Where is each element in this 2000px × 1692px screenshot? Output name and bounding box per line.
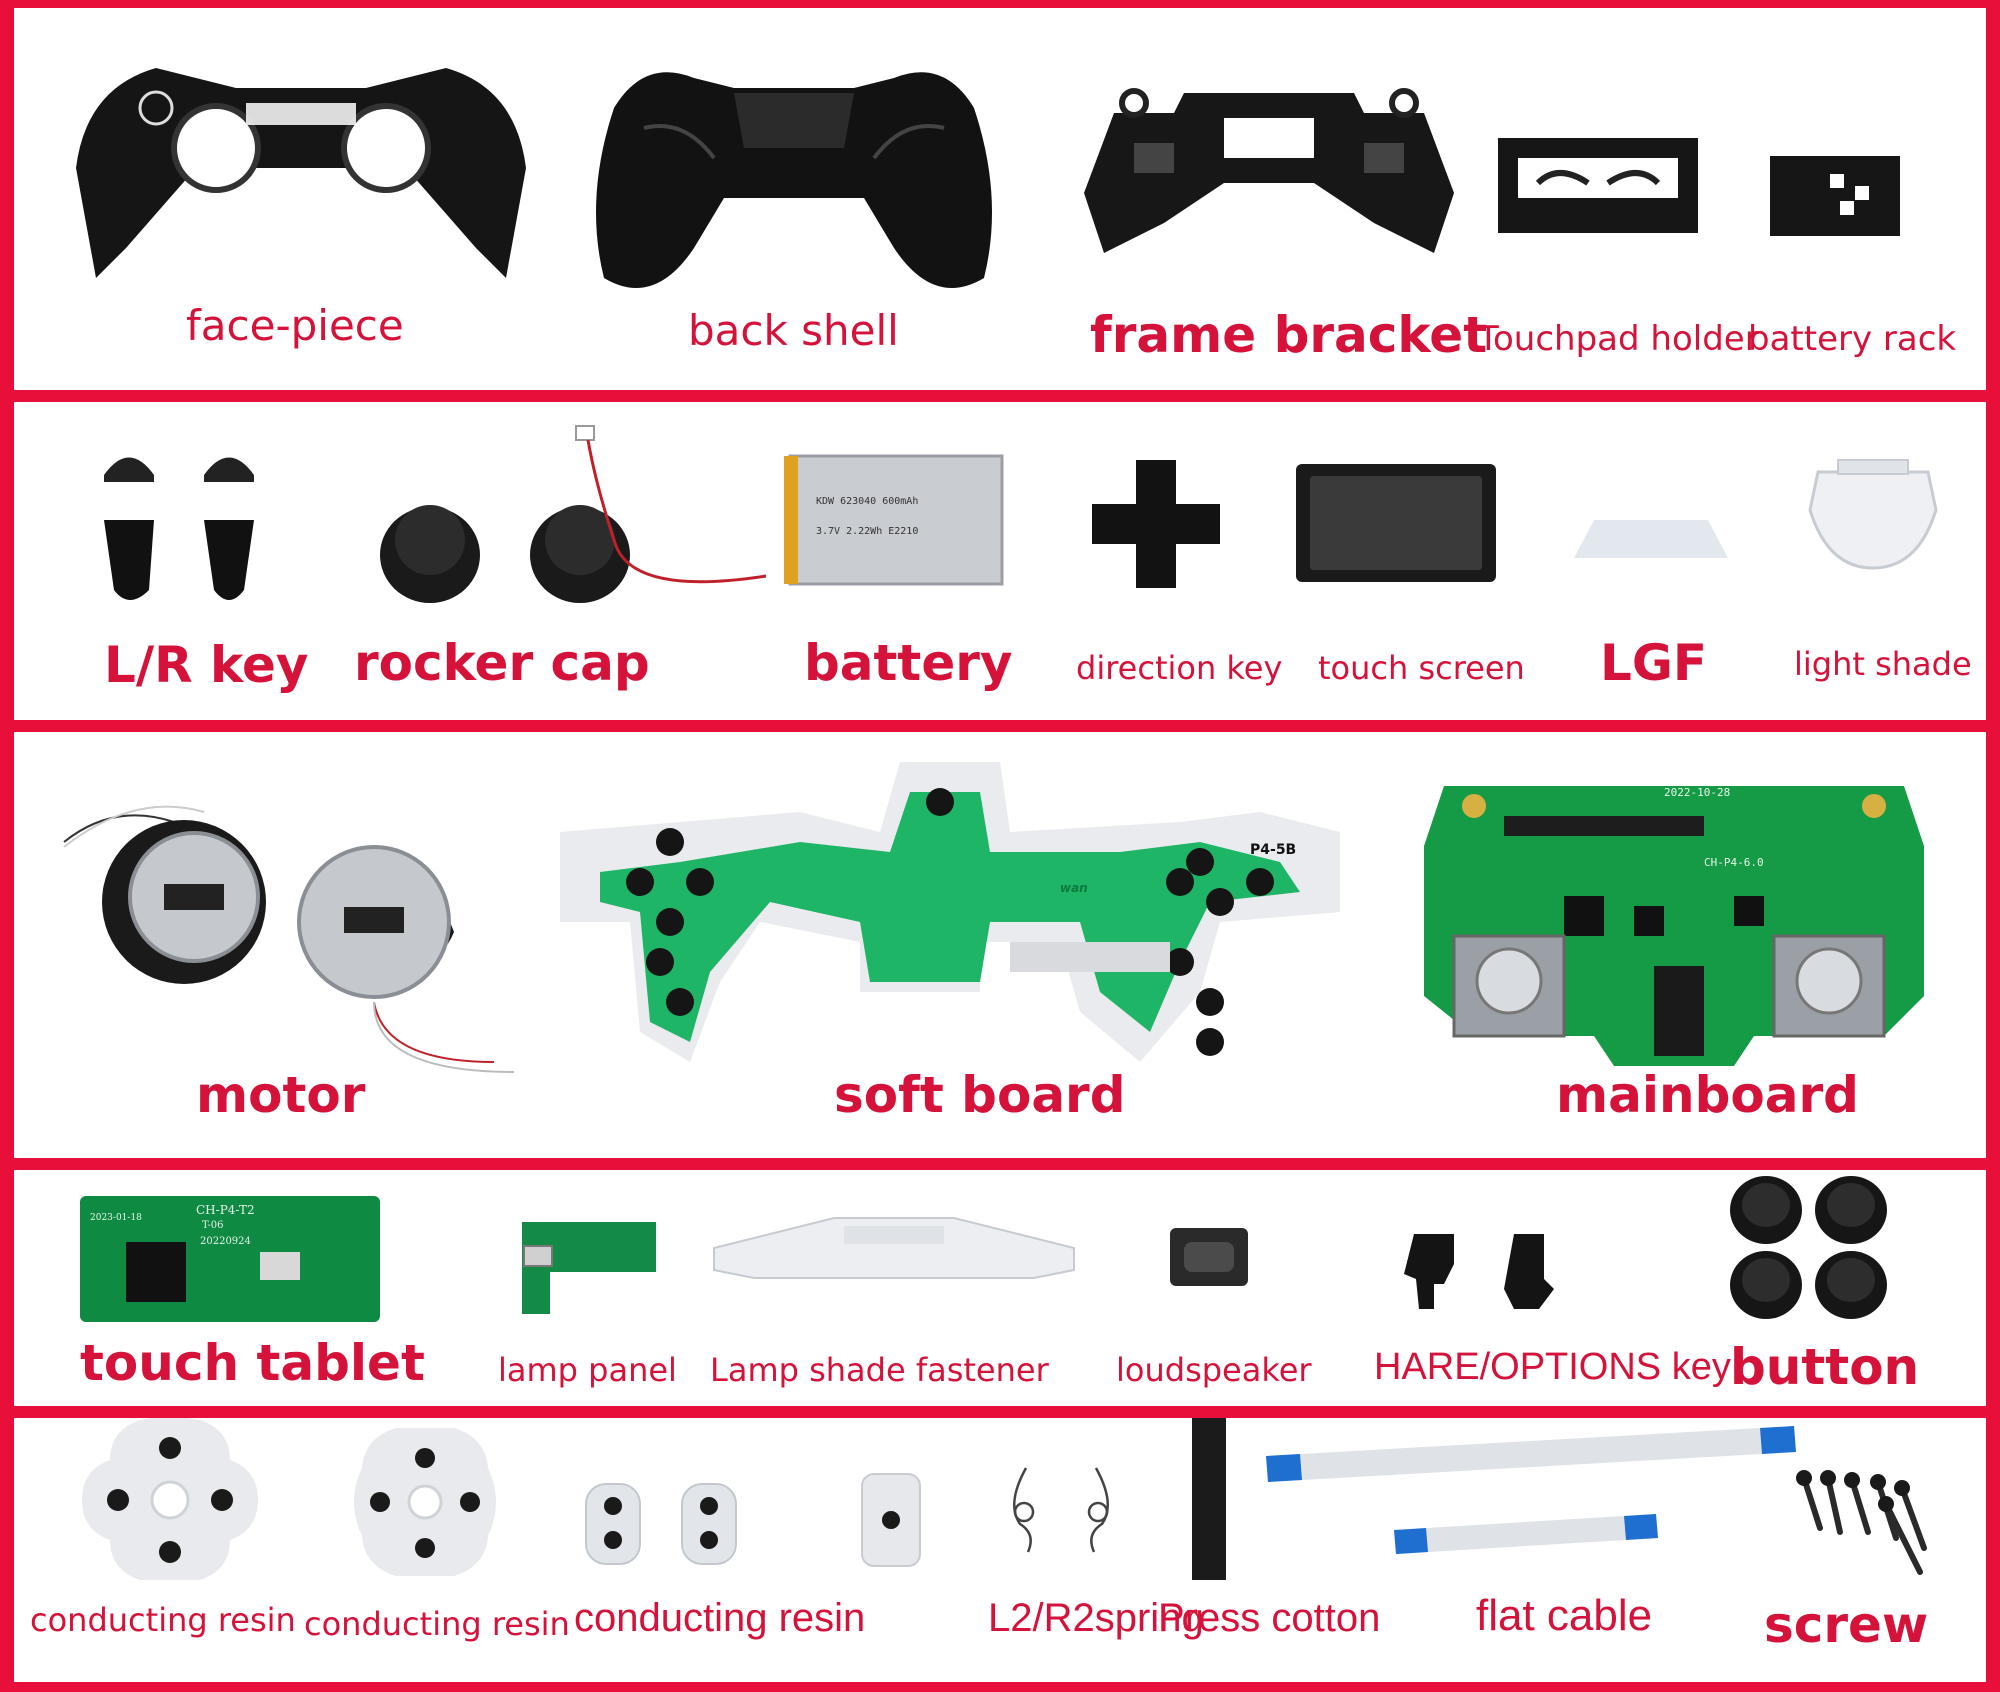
touchpad-holder-icon: [1498, 138, 1698, 233]
touch-board-date: 2023-01-18: [90, 1213, 142, 1223]
battery-label-line-1: KDW 623040 600mAh: [816, 496, 918, 507]
label-touchpad-holder: Touchpad holder: [1478, 319, 1759, 359]
single-rubber-pad-icon: [861, 1473, 921, 1567]
label-lamp-shade-fastener: Lamp shade fastener: [710, 1351, 1049, 1389]
battery-label-line-2: 3.7V 2.22Wh E2210: [816, 526, 918, 537]
controller-back-shell-icon: [596, 72, 992, 289]
label-direction-key: direction key: [1076, 649, 1283, 687]
row-boards: motor P4-5B wan soft board: [14, 732, 1986, 1158]
label-frame-bracket: frame bracket: [1090, 306, 1488, 364]
vibration-motor-icon: [63, 805, 515, 1073]
label-conducting-resin-3: conducting resin: [574, 1596, 866, 1640]
label-face-piece: face-piece: [186, 301, 404, 350]
press-cotton-icon: [1192, 1418, 1226, 1580]
share-options-keys-icon: [1404, 1234, 1554, 1309]
label-screw: screw: [1764, 1596, 1929, 1654]
label-conducting-resin-1: conducting resin: [30, 1601, 296, 1639]
touch-board-model: CH-P4-T2: [196, 1203, 255, 1217]
flex-board-brand: wan: [1060, 881, 1088, 895]
small-rubber-pads-icon: [585, 1483, 737, 1565]
row-electronics: CH-P4-T2 T-06 20220924 2023-01-18 touch …: [14, 1170, 1986, 1406]
mainboard-model: CH-P4-6.0: [1704, 856, 1764, 869]
light-guide-icon: [1574, 520, 1728, 558]
speaker-icon: [1170, 1228, 1248, 1286]
label-lgf: LGF: [1600, 634, 1708, 692]
lamp-fastener-icon: [713, 1217, 1075, 1279]
mainboard-date: 2022-10-28: [1664, 786, 1730, 799]
label-motor: motor: [196, 1066, 366, 1124]
row-small-parts: L/R key rocker cap KDW 623040 600mAh 3.7…: [14, 402, 1986, 720]
touchpad-icon: [1296, 464, 1496, 582]
battery-icon: KDW 623040 600mAh 3.7V 2.22Wh E2210: [575, 425, 1004, 586]
face-buttons-icon: [1730, 1176, 1887, 1319]
label-battery-rack: battery rack: [1748, 319, 1957, 359]
label-light-shade: light shade: [1794, 645, 1972, 683]
flex-board-icon: P4-5B wan: [560, 762, 1340, 1062]
label-mainboard: mainboard: [1556, 1066, 1859, 1124]
label-conducting-resin-2: conducting resin: [304, 1605, 570, 1643]
controller-face-shell-icon: [76, 68, 526, 278]
shoulder-keys-icon: [104, 457, 254, 600]
trigger-springs-icon: [1013, 1467, 1109, 1553]
button-rubber-pad-icon: [354, 1428, 496, 1576]
frame-bracket-icon: [1084, 88, 1454, 253]
label-soft-board: soft board: [834, 1066, 1126, 1124]
label-touch-tablet: touch tablet: [80, 1334, 425, 1392]
label-back-shell: back shell: [688, 306, 899, 355]
row-consumables: conducting resin conducting resin conduc…: [14, 1418, 1986, 1682]
label-share-options-key: HARE/OPTIONS key: [1374, 1346, 1731, 1388]
touch-board-icon: CH-P4-T2 T-06 20220924 2023-01-18: [80, 1196, 380, 1322]
label-flat-cable: flat cable: [1476, 1591, 1653, 1640]
flex-board-code: P4-5B: [1250, 842, 1296, 858]
label-touch-screen: touch screen: [1318, 649, 1525, 687]
lamp-board-icon: [522, 1222, 656, 1314]
label-trigger-spring: L2/R2spring: [988, 1596, 1204, 1640]
label-loudspeaker: loudspeaker: [1116, 1351, 1312, 1389]
battery-rack-icon: [1770, 156, 1900, 236]
dpad-rubber-pad-icon: [82, 1418, 258, 1580]
thumbstick-cap-icon: [380, 505, 630, 603]
screws-icon: [1796, 1470, 1927, 1575]
touch-board-batch: 20220924: [200, 1236, 251, 1247]
label-battery: battery: [804, 634, 1013, 692]
label-button: button: [1730, 1338, 1920, 1396]
light-shade-icon: [1808, 459, 1938, 570]
label-press-cotton: Press cotton: [1158, 1596, 1381, 1640]
label-lamp-panel: lamp panel: [498, 1351, 677, 1389]
row-shell-parts: face-piece back shell frame bracket Touc…: [14, 8, 1986, 390]
ribbon-cable-icon: [1266, 1426, 1796, 1554]
mainboard-icon: 2022-10-28 CH-P4-6.0: [1424, 786, 1924, 1066]
label-rocker-cap: rocker cap: [354, 634, 650, 692]
touch-board-rev: T-06: [202, 1220, 223, 1231]
dpad-icon: [1092, 460, 1220, 588]
label-lr-key: L/R key: [104, 636, 309, 694]
